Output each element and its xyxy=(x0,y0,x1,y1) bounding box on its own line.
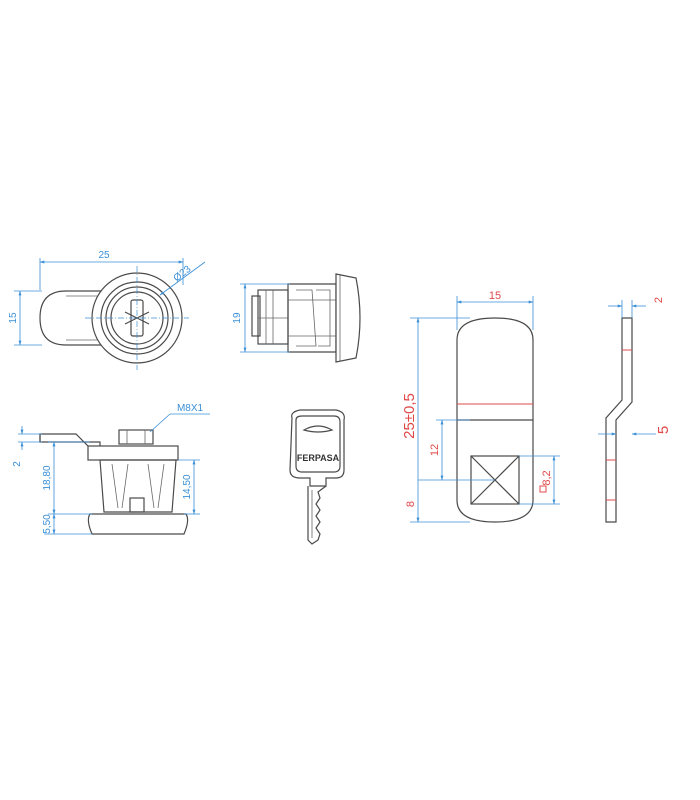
thread-dimension: M8X1 xyxy=(177,403,204,414)
cam-side-thickness-dimension: 2 xyxy=(653,297,665,303)
front-view: 25 15 Ø23 xyxy=(8,250,206,370)
side-height-dimension: 19 xyxy=(232,312,243,324)
square-hole-dimension: 8,2 xyxy=(541,470,553,485)
cam-width-dimension: 15 xyxy=(489,290,501,302)
section-view: M8X1 2 18,80 5,50 14,50 xyxy=(12,403,210,535)
cam-thickness-dimension: 2 xyxy=(12,461,23,467)
height-dimension: 15 xyxy=(8,312,19,324)
end-dimension: 8 xyxy=(405,501,417,507)
cam-length-dimension: 25±0,5 xyxy=(401,393,418,439)
width-dimension: 25 xyxy=(98,250,110,261)
flange-dimension: 5,50 xyxy=(42,514,53,534)
body-dimension: 14,50 xyxy=(182,474,193,499)
cam-side-offset-dimension: 5 xyxy=(655,426,672,434)
hole-position-dimension: 12 xyxy=(429,444,441,456)
cam-side-view: 2 5 xyxy=(598,297,672,523)
key-brand-text: FERPASA xyxy=(297,453,340,463)
cam-view: 15 25±0,5 12 8 8,2 xyxy=(401,290,560,523)
side-view: 19 xyxy=(232,273,361,363)
key-illustration: FERPASA xyxy=(289,409,345,545)
overall-dimension: 18,80 xyxy=(42,465,53,490)
